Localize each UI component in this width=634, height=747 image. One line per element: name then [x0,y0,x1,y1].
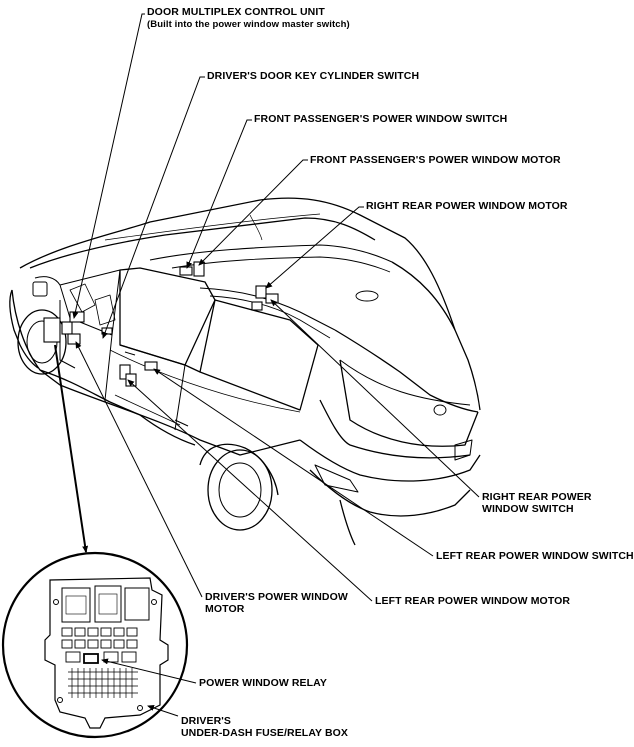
label-fuse-box-line2: UNDER-DASH FUSE/RELAY BOX [181,726,349,739]
driver-motor-part-2 [67,333,81,345]
leader-lines [72,13,480,717]
label-front-passenger-window-motor: FRONT PASSENGER'S POWER WINDOW MOTOR [310,154,561,167]
right-rear-switch-part-2 [251,301,263,311]
label-right-rear-window-switch: RIGHT REAR POWER WINDOW SWITCH [482,491,592,515]
leader-lr-switch [153,368,434,557]
label-driver-window-motor: DRIVER'S POWER WINDOW MOTOR [205,591,348,615]
fuse-box-inset [1,551,189,739]
key-cylinder-switch [61,321,73,335]
label-rr-motor-line1: RIGHT REAR POWER WINDOW MOTOR [366,200,568,212]
left-rear-motor-part-2 [125,373,137,387]
leader-relay [101,658,197,684]
label-door-multiplex-control-unit: DOOR MULTIPLEX CONTROL UNIT (Built into … [147,6,350,30]
label-power-window-relay: POWER WINDOW RELAY [199,677,327,690]
leader-key-cylinder [102,76,205,339]
label-fp-motor-line1: FRONT PASSENGER'S POWER WINDOW MOTOR [310,154,561,166]
label-right-rear-window-motor: RIGHT REAR POWER WINDOW MOTOR [366,200,568,213]
leader-fp-motor [198,159,308,266]
label-rr-switch-line1: RIGHT REAR POWER [482,491,592,503]
front-passenger-switch-part [179,266,193,276]
label-driver-motor-line2: MOTOR [205,602,245,615]
right-rear-switch-part [265,293,279,304]
label-lr-switch-line1: LEFT REAR POWER WINDOW SWITCH [436,550,634,562]
left-rear-motor-part [119,364,131,380]
door-multiplex-unit [43,317,61,343]
leader-fp-switch [186,119,252,269]
label-front-passenger-window-switch: FRONT PASSENGER'S POWER WINDOW SWITCH [254,113,508,126]
van-body [9,197,481,546]
label-left-rear-window-motor: LEFT REAR POWER WINDOW MOTOR [375,595,571,608]
label-under-dash-fuse-relay-box: DRIVER'S UNDER-DASH FUSE/RELAY BOX [181,715,349,739]
right-rear-motor-part [255,285,267,299]
leader-rr-switch [270,299,480,498]
leader-driver-motor [75,341,203,598]
leader-rr-motor [265,206,364,289]
leader-fuse-box [147,705,179,717]
driver-door-switch-part [101,327,113,335]
label-driver-motor-line1: DRIVER'S POWER WINDOW [205,591,348,603]
label-relay-line1: POWER WINDOW RELAY [199,677,327,689]
left-rear-switch-part [144,361,158,371]
label-fuse-box-line1: DRIVER'S [181,715,231,727]
label-rr-switch-line2: WINDOW SWITCH [482,502,574,515]
label-key-cylinder-line1: DRIVER'S DOOR KEY CYLINDER SWITCH [207,70,420,82]
front-passenger-motor-part [193,261,205,277]
label-lr-motor-line1: LEFT REAR POWER WINDOW MOTOR [375,595,571,607]
leader-lr-motor [127,379,373,602]
driver-window-motor-part [69,311,85,323]
label-door-multiplex-line1: DOOR MULTIPLEX CONTROL UNIT [147,6,325,18]
power-window-relay-part [83,653,99,664]
label-key-cylinder-switch: DRIVER'S DOOR KEY CYLINDER SWITCH [207,70,420,83]
label-left-rear-window-switch: LEFT REAR POWER WINDOW SWITCH [436,550,634,563]
label-door-multiplex-line2: (Built into the power window master swit… [147,18,350,30]
leader-door-multiplex [72,13,145,319]
leader-fuse-box-inset [54,344,89,553]
label-fp-switch-line1: FRONT PASSENGER'S POWER WINDOW SWITCH [254,113,508,125]
